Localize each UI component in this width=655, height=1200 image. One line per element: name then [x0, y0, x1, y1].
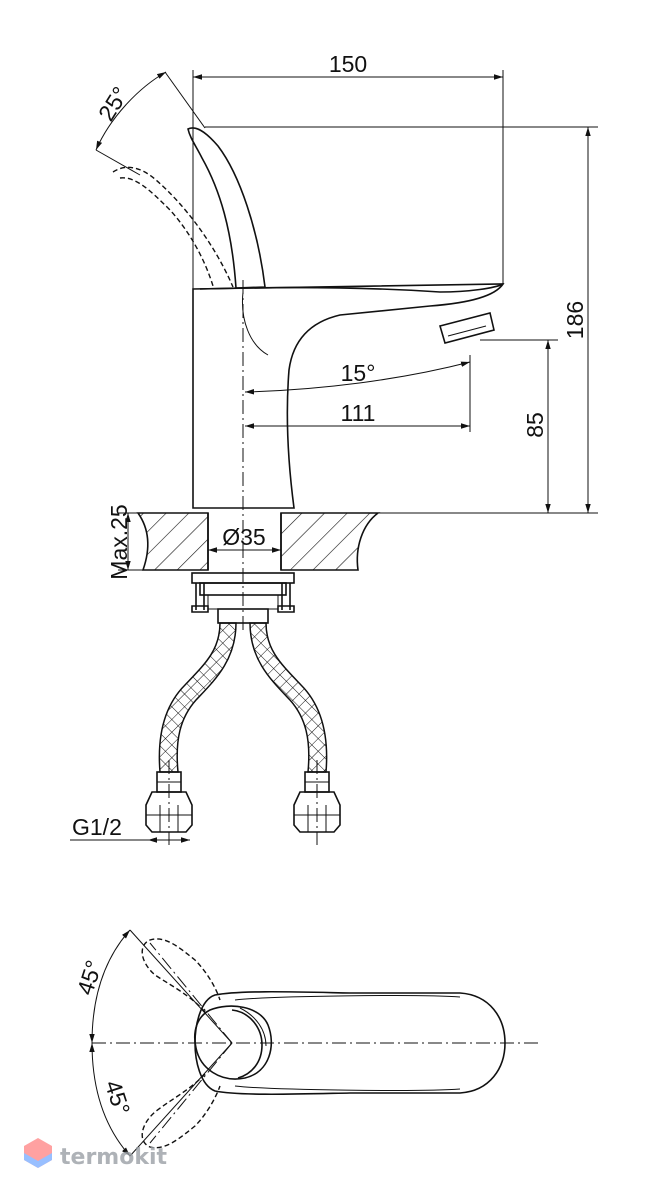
- dim-connection-label: G1/2: [72, 814, 122, 840]
- spout-top: [199, 283, 504, 293]
- mounting-hardware: [191, 572, 295, 624]
- dim-max-thickness-label: Max.25: [106, 504, 132, 579]
- dim-rotation-upper-label: 45°: [72, 957, 107, 998]
- watermark-text: termokit: [60, 1145, 167, 1170]
- termokit-logo-icon: [24, 1138, 52, 1168]
- hose-left: [158, 622, 237, 773]
- countertop-left: [136, 512, 209, 571]
- top-view-lever: [194, 1005, 273, 1080]
- lever-handle: [187, 127, 266, 289]
- top-view-body: [194, 990, 506, 1096]
- dim-spout-height-label: 85: [522, 412, 548, 438]
- hose-right: [249, 622, 328, 773]
- body-inner-curve: [241, 291, 269, 356]
- dimensions: 150 186 85 111 15° 25° Ø35 Max.25 G: [70, 51, 598, 843]
- aerator: [438, 312, 495, 344]
- dim-rotation-lower-label: 45°: [100, 1077, 135, 1118]
- countertop-right: [280, 512, 381, 571]
- lever-rotated-down: [141, 1073, 221, 1149]
- faucet-body: [192, 283, 505, 509]
- faucet-side-view: [112, 127, 505, 630]
- dim-lever-tilt-label: 25°: [93, 82, 133, 125]
- faucet-top-view: [92, 929, 540, 1157]
- lever-handle-tilted: [112, 166, 234, 288]
- dim-swivel-label: 15°: [341, 360, 376, 386]
- flexible-hoses: [145, 622, 341, 845]
- countertop-section: [136, 512, 381, 571]
- dim-height-label: 186: [562, 301, 588, 339]
- watermark: termokit: [24, 1138, 167, 1170]
- lever-rotated-up: [141, 938, 221, 1013]
- dim-hole-diameter-label: Ø35: [222, 524, 265, 550]
- dim-width-label: 150: [329, 51, 367, 77]
- dim-reach-label: 111: [341, 400, 376, 426]
